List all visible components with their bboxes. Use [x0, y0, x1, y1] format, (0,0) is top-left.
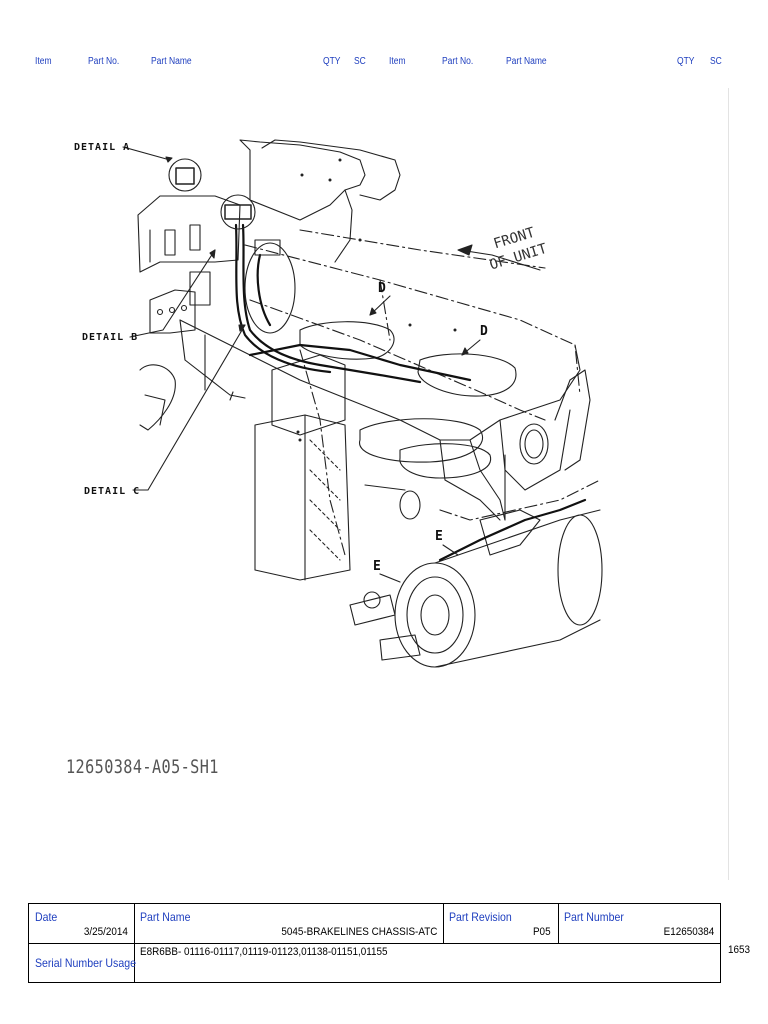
table-divider-v2 [443, 904, 444, 943]
part-number-value: E12650384 [663, 926, 714, 938]
part-number-label: Part Number [564, 910, 624, 924]
header-qty-2: QTY [677, 56, 695, 67]
header-part-name: Part Name [151, 56, 192, 67]
section-e-label-1: E [435, 529, 443, 544]
date-value: 3/25/2014 [83, 926, 128, 938]
page-number: 1653 [728, 944, 751, 956]
detail-c-label: DETAIL C [84, 486, 140, 497]
date-label: Date [35, 910, 58, 924]
header-part-name-2: Part Name [506, 56, 547, 67]
header-qty: QTY [323, 56, 341, 67]
serial-usage-value: E8R6BB- 01116-01117,01119-01123,01138-01… [140, 946, 388, 958]
header-sc-2: SC [710, 56, 722, 67]
header-sc: SC [354, 56, 366, 67]
table-divider-v1 [134, 904, 135, 982]
detail-b-label: DETAIL B [82, 332, 138, 343]
chassis-brakelines-drawing: DETAIL A DETAIL B DETAIL C D D E E FRONT… [74, 139, 603, 668]
section-d-label-1: D [378, 281, 386, 296]
part-revision-label: Part Revision [449, 910, 512, 924]
margin-rule [728, 88, 729, 880]
header-part-no: Part No. [88, 56, 120, 67]
part-name-value: 5045-BRAKELINES CHASSIS-ATC [280, 926, 437, 938]
section-d-label-2: D [480, 324, 488, 339]
detail-a-label: DETAIL A [74, 142, 130, 153]
header-part-no-2: Part No. [442, 56, 474, 67]
table-divider-h [29, 943, 720, 944]
sheet-identifier: 12650384-A05-SH1 [66, 756, 219, 778]
part-name-label: Part Name [140, 910, 191, 924]
section-e-label-2: E [373, 559, 381, 574]
header-item-2: Item [389, 56, 406, 67]
part-info-table: Date 3/25/2014 Part Name 5045-BRAKELINES… [28, 903, 721, 983]
part-revision-value: P05 [533, 926, 551, 938]
header-item: Item [35, 56, 52, 67]
serial-usage-label: Serial Number Usage [35, 956, 136, 970]
table-divider-v3 [558, 904, 559, 943]
